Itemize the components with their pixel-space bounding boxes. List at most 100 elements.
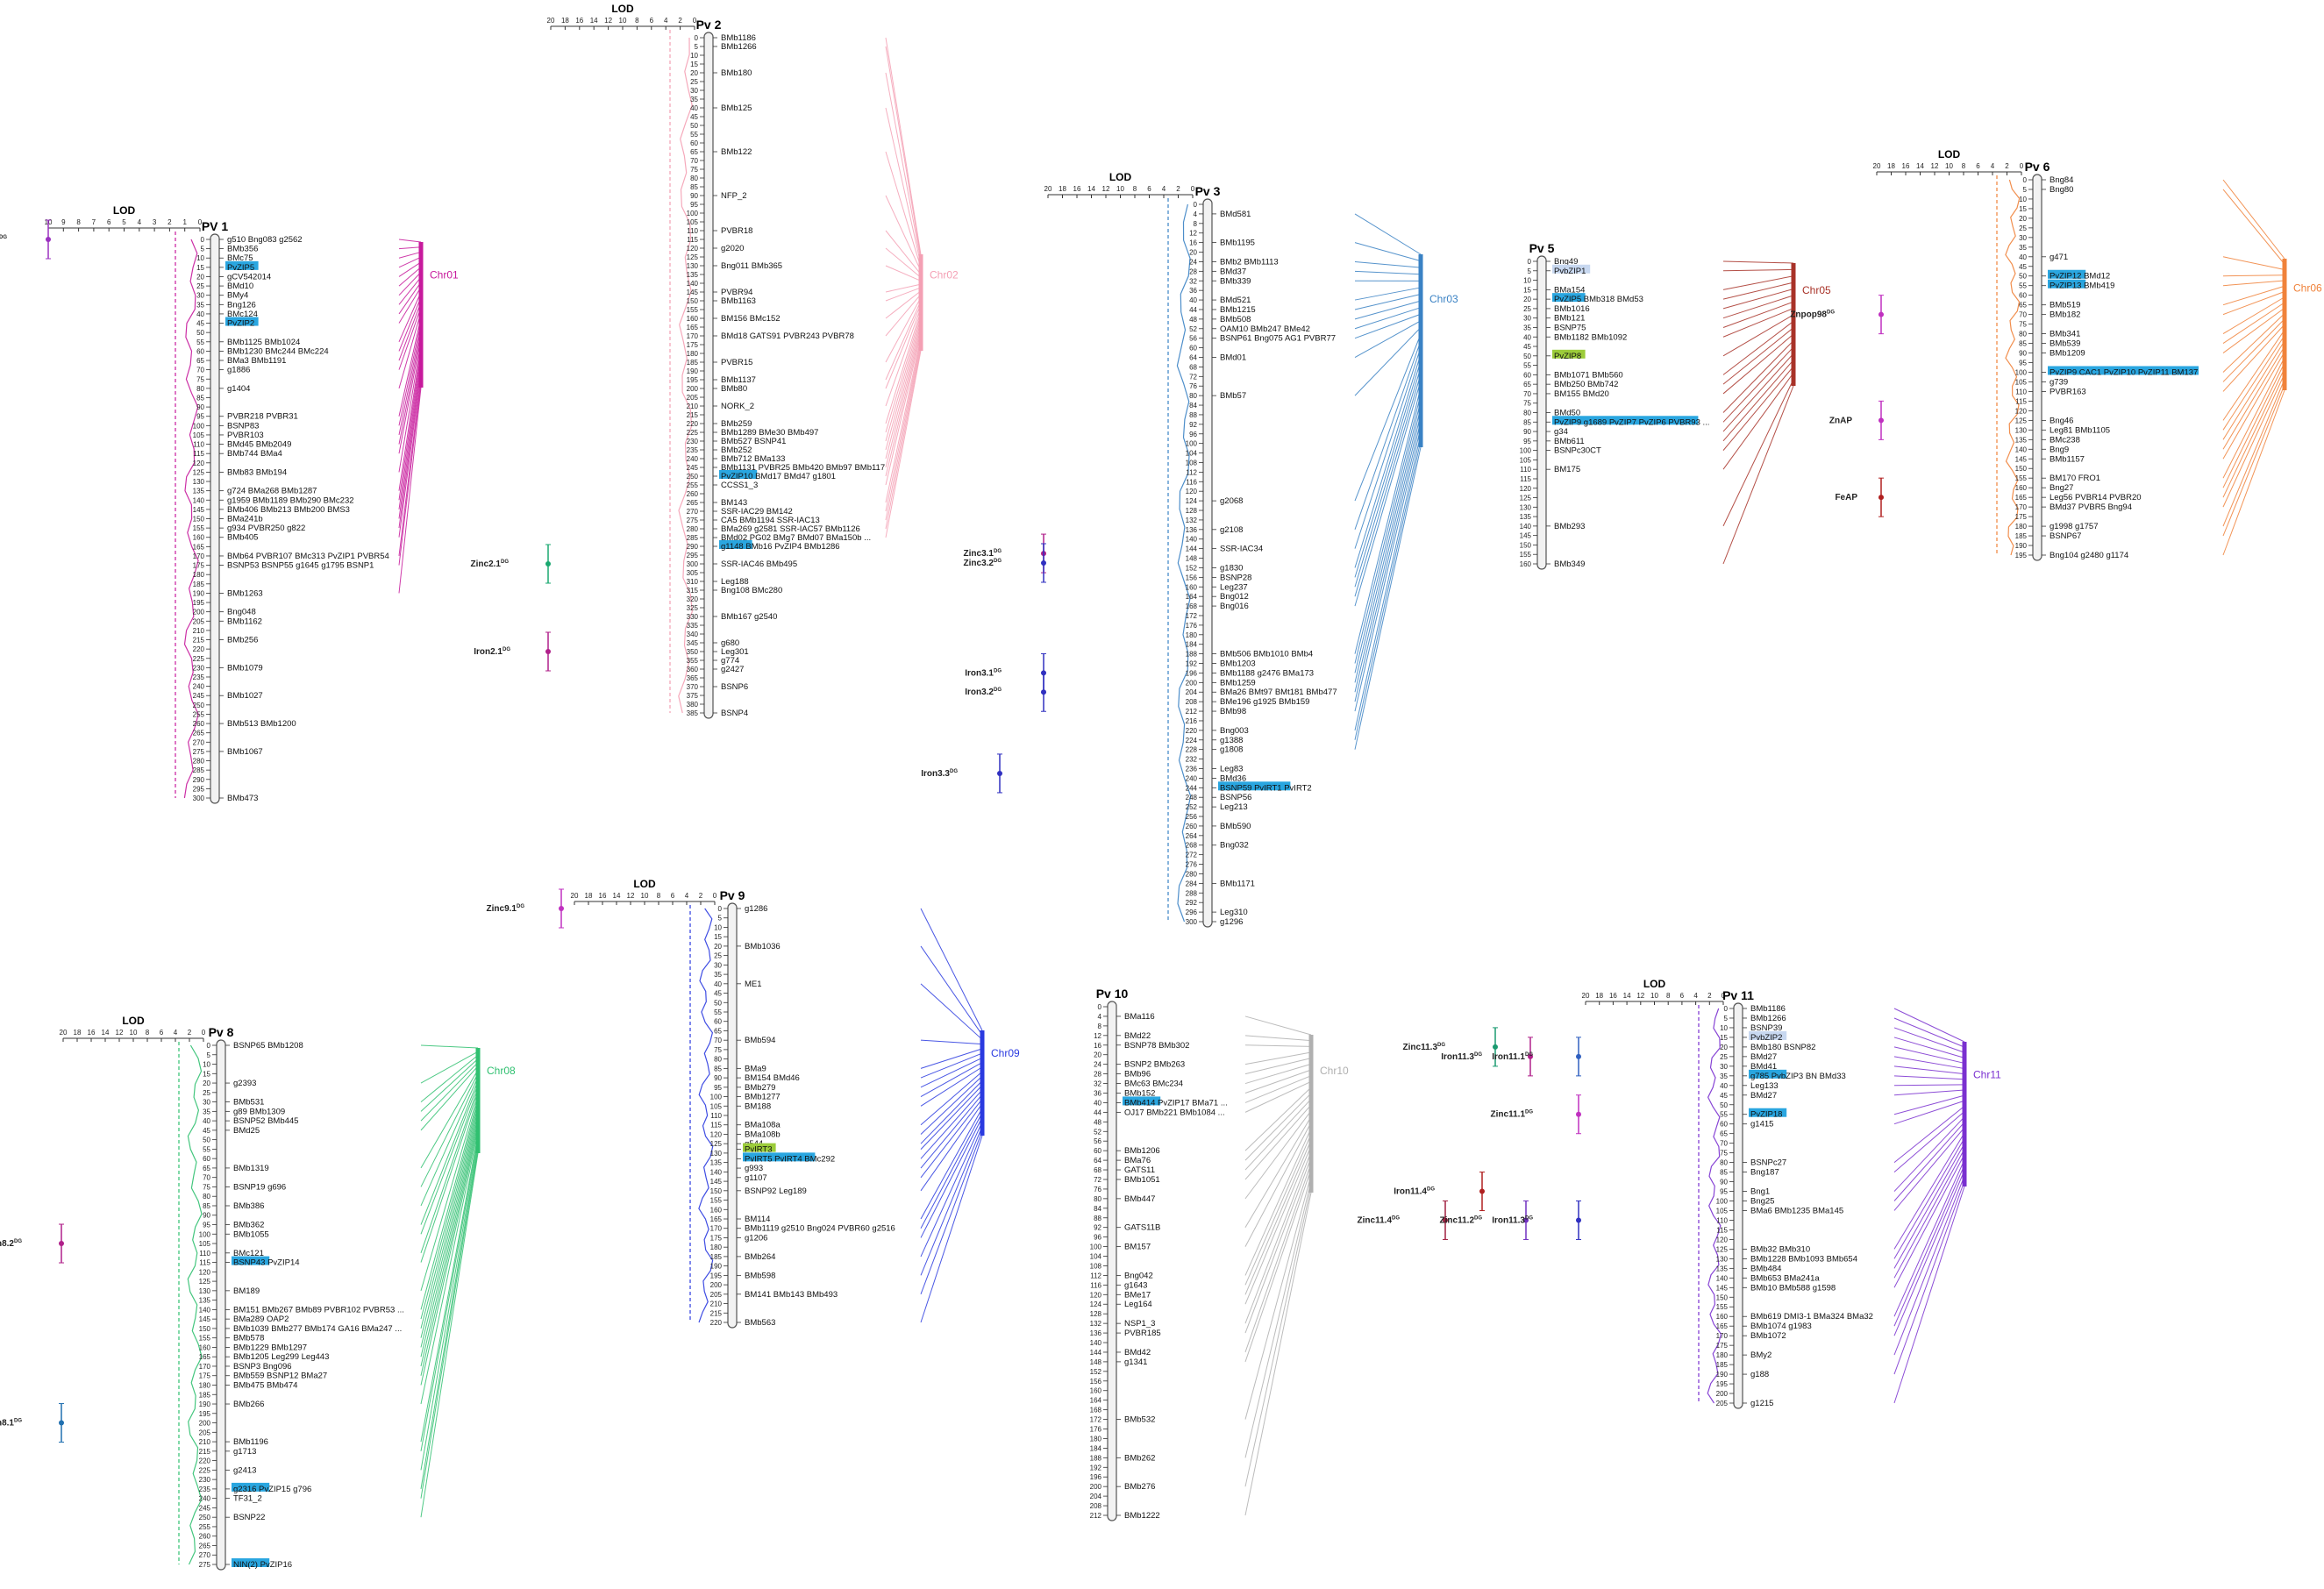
cm-tick-label: 184: [1186, 641, 1198, 649]
lod-profile-curve: [2005, 179, 2021, 556]
cm-tick-label: 125: [193, 468, 205, 476]
synteny-link: [420, 1094, 479, 1291]
physical-chromosome-label: Chr09: [991, 1047, 1020, 1059]
cm-tick-label: 245: [199, 1504, 211, 1512]
marker-label: PVBR18: [721, 226, 752, 236]
marker-label: BMb1067: [227, 747, 263, 757]
synteny-link: [1244, 1145, 1312, 1305]
cm-tick-label: 140: [1090, 1339, 1102, 1347]
synteny-link: [1354, 374, 1422, 597]
lod-tick-label: 16: [88, 1029, 96, 1037]
cm-tick-label: 40: [1523, 333, 1531, 341]
cm-tick-label: 252: [1186, 803, 1198, 811]
gene-highlight: [719, 470, 758, 479]
marker-label: g2427: [721, 665, 744, 674]
synteny-link: [2222, 256, 2285, 270]
marker-label: BMb167 g2540: [721, 612, 777, 622]
cm-tick-label: 50: [714, 999, 722, 1007]
marker-label: BMb386: [233, 1201, 264, 1211]
chromosome-title: Pv 11: [1722, 988, 1754, 1002]
cm-tick-label: 65: [2019, 302, 2027, 310]
marker-label: PvZIP9 g1689 PvZIP7 PvZIP6 PVBR93 ...: [1554, 417, 1709, 427]
cm-tick-label: 150: [199, 1325, 211, 1333]
synteny-link: [1354, 294, 1422, 310]
cm-tick-label: 80: [1094, 1195, 1101, 1203]
synteny-link: [1244, 1174, 1312, 1420]
cm-tick-label: 210: [710, 1300, 723, 1308]
cm-tick-label: 195: [710, 1272, 723, 1279]
cm-tick-label: 0: [201, 236, 205, 244]
synteny-link: [2222, 318, 2285, 382]
synteny-link: [885, 72, 922, 261]
cm-tick-label: 125: [687, 253, 699, 261]
cm-tick-label: 65: [1523, 381, 1531, 388]
synteny-link: [1354, 213, 1422, 255]
lod-tick-label: 6: [107, 218, 111, 226]
cm-tick-label: 345: [687, 639, 699, 647]
marker-label: BMb598: [745, 1271, 775, 1280]
cm-tick-label: 360: [687, 666, 699, 673]
cm-tick-label: 270: [199, 1551, 211, 1559]
cm-tick-label: 155: [687, 306, 699, 314]
lod-tick-label: 7: [92, 218, 96, 226]
lod-tick-label: 16: [1902, 162, 1910, 170]
synteny-link: [420, 1116, 479, 1357]
cm-tick-label: 210: [687, 403, 699, 410]
cm-scale-pv5: 0510152025303540455055606570758085909510…: [1520, 258, 1537, 568]
cm-tick-label: 195: [1716, 1380, 1729, 1388]
cm-tick-label: 5: [1528, 267, 1532, 275]
qtl-label: FeAP: [1835, 493, 1857, 502]
cm-tick-label: 100: [2015, 368, 2028, 376]
synteny-link: [420, 1123, 479, 1376]
synteny-link: [1722, 288, 1794, 310]
synteny-link: [885, 303, 922, 389]
cm-tick-label: 110: [199, 1250, 210, 1258]
cm-tick-label: 85: [203, 1202, 210, 1210]
cm-tick-label: 55: [690, 131, 698, 139]
cm-tick-label: 296: [1186, 909, 1198, 916]
synteny-link: [885, 314, 922, 433]
synteny-link: [885, 37, 922, 255]
lod-tick-label: 14: [613, 892, 621, 900]
cm-tick-label: 50: [196, 329, 204, 337]
chromosome-title: Pv 10: [1096, 987, 1129, 1001]
marker-label: BMb1071 BMb560: [1554, 370, 1623, 380]
marker-label: BSNP65 BMb1208: [233, 1041, 303, 1051]
cm-tick-label: 0: [2023, 176, 2028, 184]
qtl-superscript: DG: [503, 647, 510, 652]
marker-label: BSNP4: [721, 709, 748, 718]
synteny-link: [398, 387, 422, 594]
cm-tick-label: 168: [1186, 602, 1198, 610]
linkage-group-pv1: 109876543210LODPV 1051015202530354045505…: [0, 204, 459, 804]
cm-tick-label: 80: [2019, 331, 2027, 338]
synteny-link: [398, 377, 422, 557]
cm-tick-label: 160: [710, 1206, 723, 1214]
lod-tick-label: 2: [1176, 185, 1180, 193]
cm-tick-label: 10: [203, 1061, 210, 1069]
marker-label: PvZIP9 CAC1 PvZIP10 PvZIP11 BM137: [2050, 367, 2198, 377]
synteny-link: [1244, 1192, 1312, 1516]
marker-label: BMb264: [745, 1252, 775, 1262]
cm-tick-label: 255: [199, 1523, 211, 1531]
cm-tick-label: 130: [199, 1287, 211, 1295]
marker-label: g1148 BMb16 PvZIP4 BMb1286: [721, 542, 840, 552]
synteny-link: [885, 317, 922, 442]
synteny-link: [2222, 374, 2285, 508]
cm-tick-label: 40: [1189, 296, 1197, 304]
cm-tick-label: 130: [710, 1150, 723, 1158]
cm-tick-label: 204: [1090, 1493, 1102, 1500]
synteny-link: [885, 307, 922, 407]
cm-tick-label: 60: [1189, 345, 1197, 353]
marker-label: NFP_2: [721, 191, 747, 201]
synteny-link: [885, 310, 922, 424]
cm-tick-label: 140: [1186, 536, 1198, 544]
marker-label: g1998 g1757: [2050, 522, 2098, 531]
cm-tick-label: 196: [1090, 1473, 1102, 1481]
synteny-link: [2222, 357, 2285, 479]
qtl-label: Zinc3.1DG: [964, 549, 1002, 559]
lod-tick-label: 0: [202, 1029, 206, 1037]
cm-tick-label: 245: [687, 464, 699, 472]
cm-tick-label: 170: [199, 1363, 211, 1371]
cm-tick-label: 105: [710, 1102, 723, 1110]
